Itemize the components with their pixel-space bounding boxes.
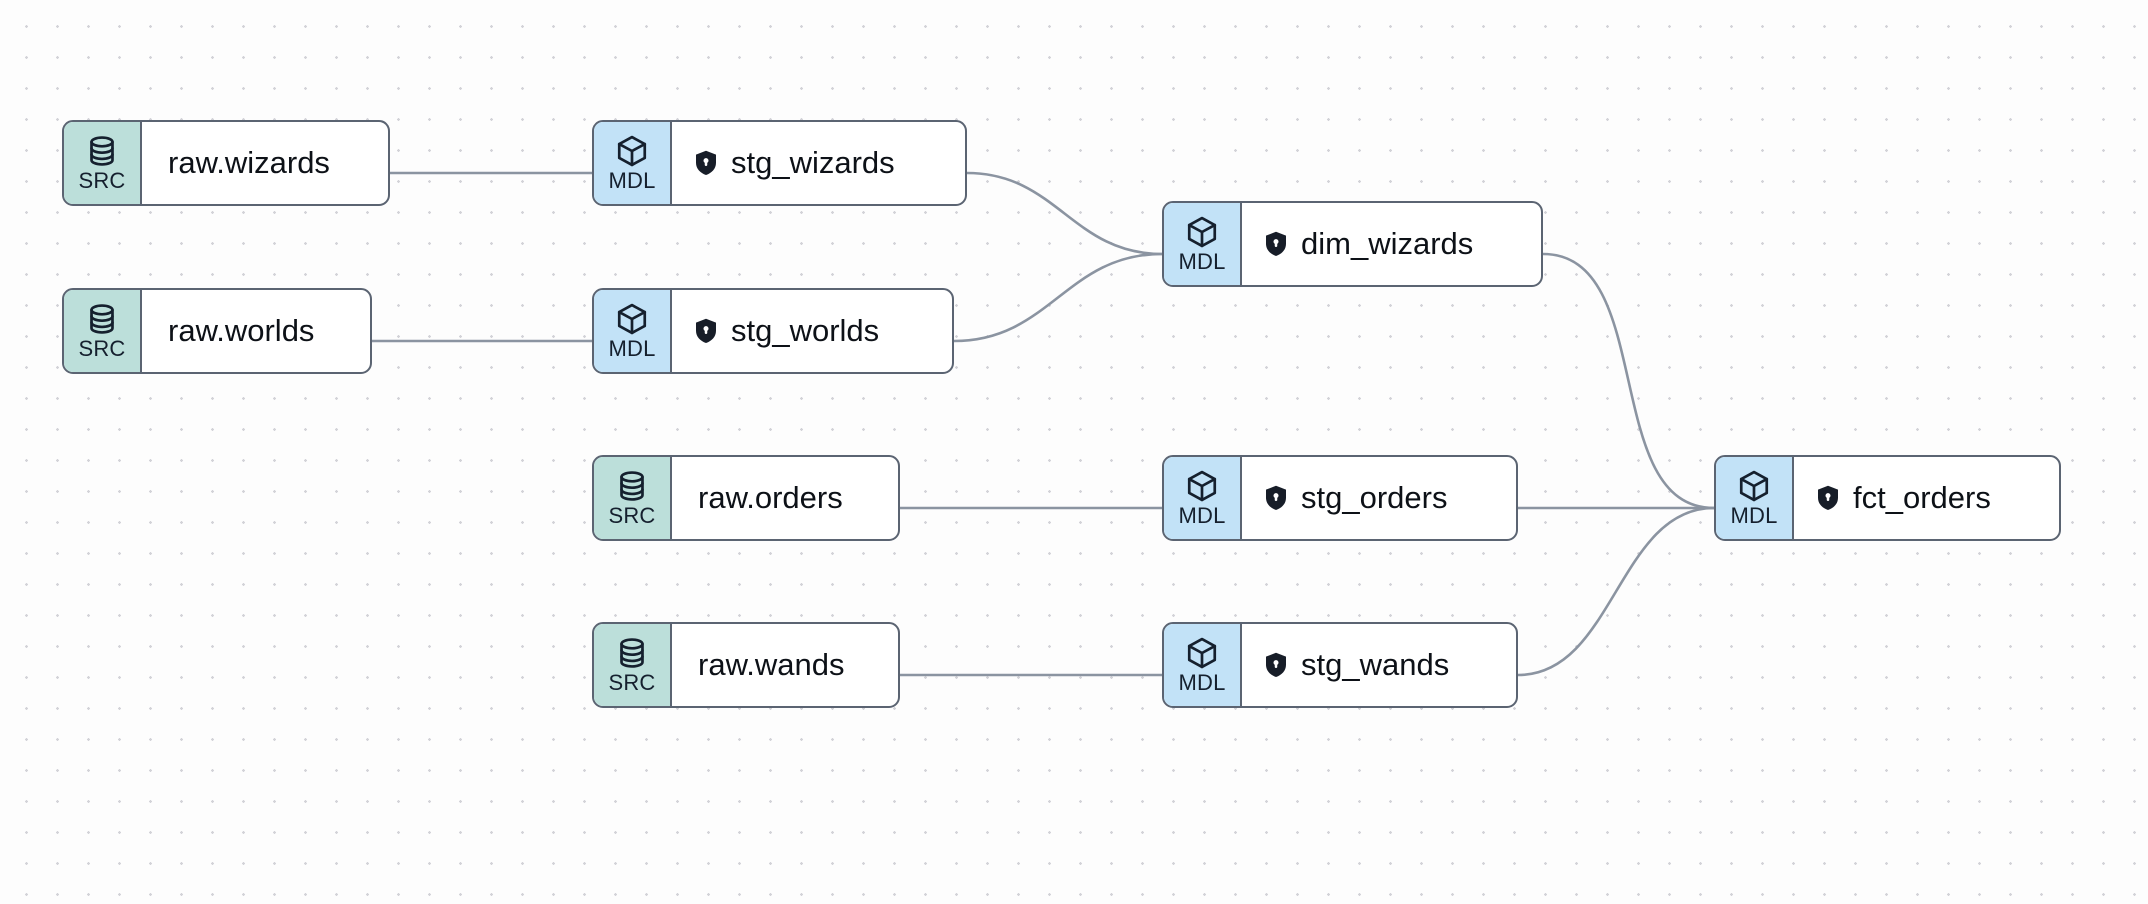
node-raw_orders[interactable]: SRC raw.orders — [592, 455, 900, 541]
node-type-badge-src: SRC — [594, 624, 672, 706]
node-label: dim_wizards — [1301, 226, 1474, 261]
node-stg_orders[interactable]: MDL stg_orders — [1162, 455, 1518, 541]
shield-lock-icon — [1264, 652, 1288, 678]
node-type-badge-mdl: MDL — [1164, 203, 1242, 285]
shield-lock-icon — [1264, 485, 1288, 511]
cube-icon — [1185, 636, 1219, 670]
node-label: fct_orders — [1853, 480, 1991, 515]
node-type-badge-src: SRC — [64, 290, 142, 372]
node-body: raw.worlds — [142, 290, 370, 372]
edge-stg_wizards-to-dim_wizards[interactable] — [965, 171, 1164, 256]
node-body: raw.wizards — [142, 122, 388, 204]
node-stg_wands[interactable]: MDL stg_wands — [1162, 622, 1518, 708]
node-body: stg_worlds — [672, 290, 952, 372]
database-icon — [85, 302, 119, 336]
badge-label: MDL — [1178, 248, 1226, 274]
node-body: stg_wizards — [672, 122, 965, 204]
node-label: raw.wands — [698, 647, 845, 682]
badge-label: MDL — [1730, 502, 1778, 528]
shield-lock-icon — [1816, 485, 1840, 511]
cube-icon — [1185, 215, 1219, 249]
cube-icon — [615, 302, 649, 336]
cube-icon — [615, 134, 649, 168]
node-body: raw.wands — [672, 624, 898, 706]
badge-label: SRC — [608, 669, 656, 695]
edge-stg_worlds-to-dim_wizards[interactable] — [952, 252, 1164, 343]
badge-label: MDL — [1178, 502, 1226, 528]
node-body: stg_wands — [1242, 624, 1516, 706]
badge-label: SRC — [608, 502, 656, 528]
node-label: stg_orders — [1301, 480, 1448, 515]
node-type-badge-mdl: MDL — [1716, 457, 1794, 539]
node-raw_worlds[interactable]: SRC raw.worlds — [62, 288, 372, 374]
node-label: raw.wizards — [168, 145, 330, 180]
badge-label: SRC — [78, 335, 126, 361]
node-body: dim_wizards — [1242, 203, 1541, 285]
database-icon — [615, 636, 649, 670]
node-type-badge-mdl: MDL — [1164, 624, 1242, 706]
badge-label: MDL — [1178, 669, 1226, 695]
node-type-badge-src: SRC — [64, 122, 142, 204]
node-type-badge-src: SRC — [594, 457, 672, 539]
database-icon — [615, 469, 649, 503]
badge-label: MDL — [608, 335, 656, 361]
node-body: raw.orders — [672, 457, 898, 539]
shield-lock-icon — [694, 150, 718, 176]
node-body: fct_orders — [1794, 457, 2059, 539]
shield-lock-icon — [694, 318, 718, 344]
node-dim_wizards[interactable]: MDL dim_wizards — [1162, 201, 1543, 287]
node-label: stg_wizards — [731, 145, 895, 180]
node-label: stg_wands — [1301, 647, 1450, 682]
node-fct_orders[interactable]: MDL fct_orders — [1714, 455, 2061, 541]
node-type-badge-mdl: MDL — [1164, 457, 1242, 539]
cube-icon — [1185, 469, 1219, 503]
edge-dim_wizards-to-fct_orders[interactable] — [1541, 252, 1716, 510]
node-type-badge-mdl: MDL — [594, 290, 672, 372]
node-label: raw.worlds — [168, 313, 315, 348]
node-stg_wizards[interactable]: MDL stg_wizards — [592, 120, 967, 206]
node-type-badge-mdl: MDL — [594, 122, 672, 204]
badge-label: MDL — [608, 167, 656, 193]
edge-stg_wands-to-fct_orders[interactable] — [1516, 506, 1716, 677]
shield-lock-icon — [1264, 231, 1288, 257]
node-stg_worlds[interactable]: MDL stg_worlds — [592, 288, 954, 374]
node-body: stg_orders — [1242, 457, 1516, 539]
cube-icon — [1737, 469, 1771, 503]
badge-label: SRC — [78, 167, 126, 193]
node-raw_wizards[interactable]: SRC raw.wizards — [62, 120, 390, 206]
node-label: stg_worlds — [731, 313, 880, 348]
node-raw_wands[interactable]: SRC raw.wands — [592, 622, 900, 708]
node-label: raw.orders — [698, 480, 843, 515]
database-icon — [85, 134, 119, 168]
